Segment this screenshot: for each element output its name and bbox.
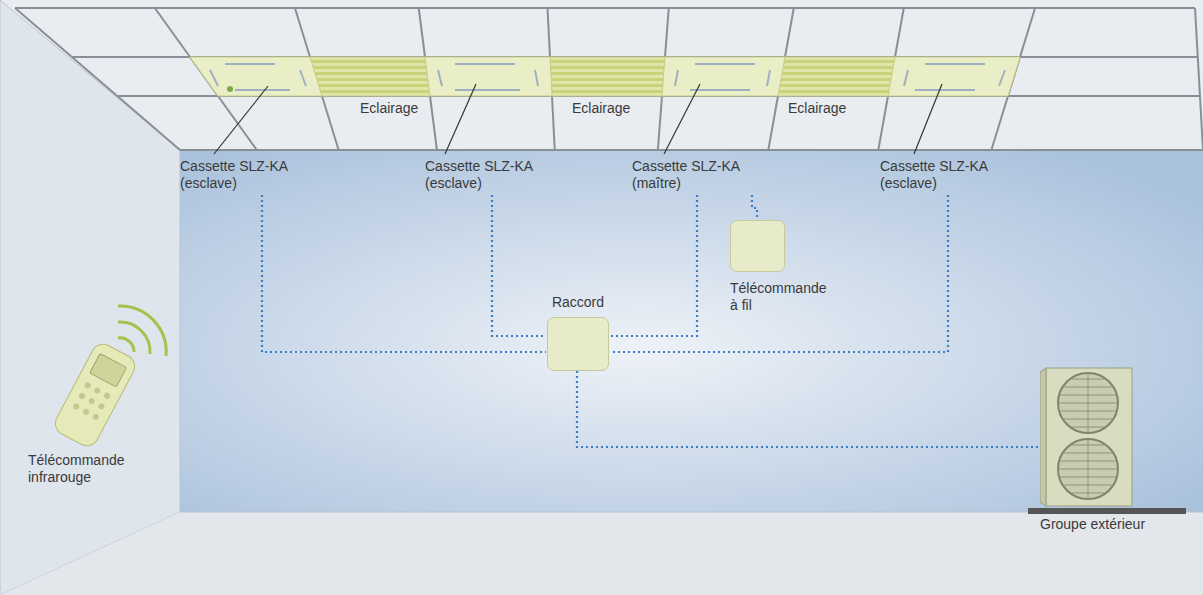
wired-remote: Télécommande à fil <box>730 220 840 314</box>
wired-remote-text: Télécommande à fil <box>730 280 830 314</box>
cassette-slots <box>210 64 1005 90</box>
indicator-dot <box>227 86 233 92</box>
cassette-label-text: Cassette SLZ-KA (esclave) <box>880 158 1005 192</box>
link-line <box>492 195 546 336</box>
link-line <box>752 195 757 220</box>
cassette-label-text: Cassette SLZ-KA (maître) <box>632 158 757 192</box>
lighting-panels <box>310 57 895 96</box>
junction-box: Raccord <box>546 294 610 371</box>
link-line <box>610 195 948 352</box>
ir-signal <box>118 306 166 356</box>
junction-box-shape <box>547 317 609 371</box>
outdoor-unit-base <box>1028 508 1186 514</box>
outdoor-unit-drawing <box>1040 366 1134 508</box>
floor <box>0 512 1203 595</box>
ceiling <box>0 0 1203 150</box>
cassette-label: Cassette SLZ-KA (maître) <box>632 158 757 192</box>
remote-label: Télécommande infrarouge <box>28 452 143 486</box>
cassette-label: Cassette SLZ-KA (esclave) <box>425 158 550 192</box>
junction-box-text: Raccord <box>552 294 604 311</box>
cassette-label-text: Cassette SLZ-KA (esclave) <box>180 158 305 192</box>
link-line <box>262 195 546 352</box>
lighting-label: Eclairage <box>786 100 848 117</box>
left-wall <box>0 0 180 595</box>
cassette-label-text: Cassette SLZ-KA (esclave) <box>425 158 550 192</box>
lighting-label: Eclairage <box>358 100 420 117</box>
ceiling-grid <box>15 8 1203 150</box>
infrared-remote <box>51 340 139 450</box>
leader-lines <box>214 84 942 154</box>
outdoor-unit-text: Groupe extérieur <box>1040 516 1145 533</box>
cassette-label: Cassette SLZ-KA (esclave) <box>880 158 1005 192</box>
outdoor-unit: Groupe extérieur <box>1040 366 1165 533</box>
cassette-label: Cassette SLZ-KA (esclave) <box>180 158 305 192</box>
link-line <box>577 371 1040 447</box>
wired-remote-shape <box>730 220 785 272</box>
link-line <box>610 195 697 336</box>
back-wall <box>180 150 1203 512</box>
lighting-label: Eclairage <box>570 100 632 117</box>
cassettes <box>190 57 1020 96</box>
